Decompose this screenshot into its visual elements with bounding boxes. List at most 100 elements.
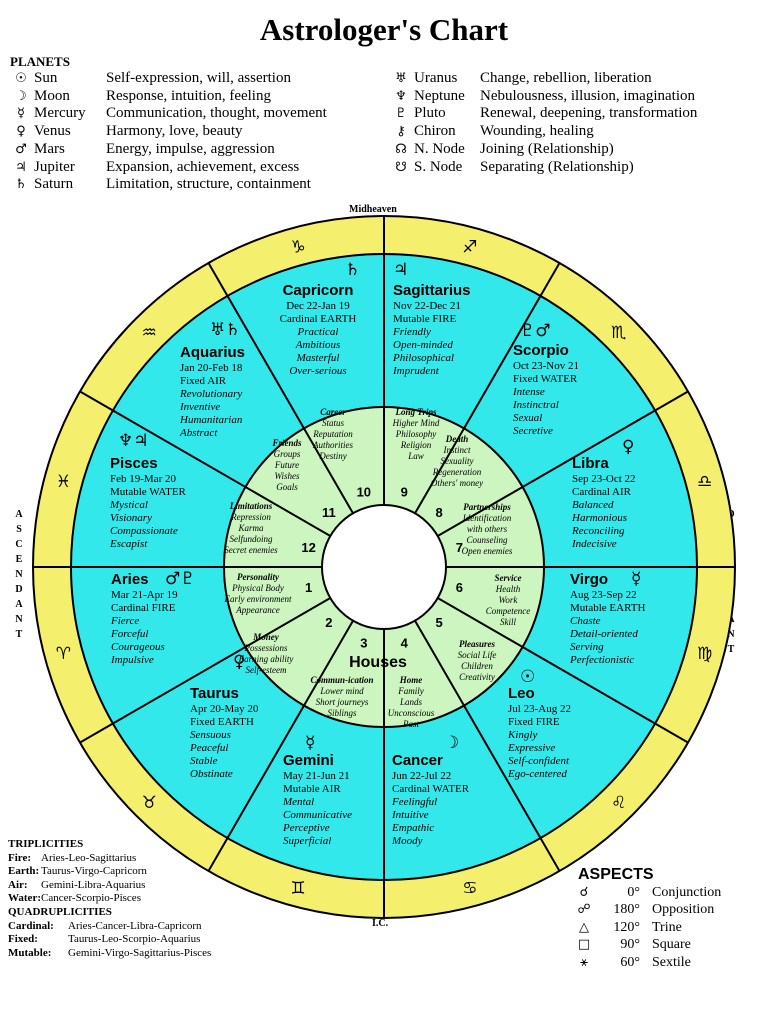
aspect-row: △120°Trine xyxy=(570,919,721,937)
sign-quality: Mutable AIR xyxy=(283,783,341,795)
aspect-degrees: 60° xyxy=(620,954,640,970)
planet-meaning: Harmony, love, beauty xyxy=(106,123,243,140)
planet-symbol-icon: ☋ xyxy=(395,159,407,175)
ruler-glyph-icon: ☉ xyxy=(520,667,535,687)
planet-name: S. Node xyxy=(414,158,463,175)
house-title: Money xyxy=(252,632,280,642)
house-number: 4 xyxy=(401,635,409,650)
house-number: 1 xyxy=(305,580,312,595)
house-item: Possessions xyxy=(243,643,288,653)
house-title: Pleasures xyxy=(459,639,495,649)
house-item: Reputation xyxy=(312,429,353,439)
sign-trait: Humanitarian xyxy=(179,414,243,426)
house-item: Work xyxy=(499,595,519,605)
sign-trait: Secretive xyxy=(513,425,553,437)
zodiac-glyph-icon: ♐ xyxy=(462,237,477,257)
house-item: Sexuality xyxy=(441,456,474,466)
sign-quality: Fixed AIR xyxy=(180,375,227,387)
ruler-glyph-icon: ♀ xyxy=(233,652,245,672)
sign-trait: Harmonious xyxy=(571,512,627,524)
aspect-row: □90°Square xyxy=(570,936,721,954)
divider-line xyxy=(79,597,331,744)
planet-symbol-icon: ♂ xyxy=(15,141,27,157)
house-item: Groups xyxy=(274,449,301,459)
element-label: Water: xyxy=(8,892,41,905)
sign-dates: Dec 22-Jan 19 xyxy=(286,300,350,312)
house-number: 10 xyxy=(357,485,371,500)
element-value: Cancer-Scorpio-Pisces xyxy=(41,892,141,905)
sign-trait: Reconciling xyxy=(571,525,625,537)
house-item: Future xyxy=(274,460,299,470)
sign-trait: Detail-oriented xyxy=(569,628,638,640)
planet-name: Chiron xyxy=(414,123,456,140)
sign-name: Virgo xyxy=(570,571,608,588)
aspect-degrees: 90° xyxy=(620,937,640,952)
sign-trait: Revolutionary xyxy=(179,388,242,400)
ruler-glyph-icon: ♄ xyxy=(345,260,360,280)
house-title: Personality xyxy=(237,572,280,582)
sign-quality: Mutable EARTH xyxy=(570,602,645,614)
sign-trait: Instinctral xyxy=(512,399,559,411)
planet-name: Uranus xyxy=(414,70,458,86)
ruler-glyph-icon: ♆♃ xyxy=(118,431,148,451)
house-number: 5 xyxy=(436,615,443,630)
house-item: Goals xyxy=(276,482,298,492)
house-number: 2 xyxy=(325,615,332,630)
house-number: 11 xyxy=(322,505,336,520)
planet-symbol-icon: ♅ xyxy=(395,71,407,86)
sign-dates: Mar 21-Apr 19 xyxy=(111,589,178,601)
zodiac-glyph-icon: ♈ xyxy=(56,644,71,664)
house-item: Children xyxy=(461,661,493,671)
sign-trait: Stable xyxy=(190,755,218,767)
planet-name: Moon xyxy=(34,87,70,104)
sign-trait: Sexual xyxy=(513,412,542,424)
divider-line xyxy=(437,597,689,744)
zodiac-glyph-icon: ♏ xyxy=(611,323,626,343)
element-label: Cardinal: xyxy=(8,919,54,932)
sign-dates: Jan 20-Feb 18 xyxy=(180,362,243,374)
midheaven-label: Midheaven xyxy=(349,204,397,215)
planet-meaning: Communication, thought, movement xyxy=(106,105,327,122)
planet-name: Venus xyxy=(34,123,71,140)
zodiac-glyph-icon: ♒ xyxy=(142,323,157,343)
sign-trait: Communicative xyxy=(283,809,352,821)
sign-trait: Serving xyxy=(570,641,604,653)
sign-trait: Abstract xyxy=(179,427,218,439)
planet-symbol-icon: ♆ xyxy=(395,88,407,104)
element-label: Earth: xyxy=(8,865,40,878)
aspect-name: Sextile xyxy=(652,954,691,970)
house-item: Lower mind xyxy=(319,686,364,696)
divider-line xyxy=(79,390,331,537)
planet-name: N. Node xyxy=(414,140,465,157)
aspect-name: Conjunction xyxy=(652,884,722,900)
divider-line xyxy=(207,620,354,872)
ruler-glyph-icon: ☿ xyxy=(305,733,315,753)
planet-symbol-icon: ☽ xyxy=(15,88,27,104)
aspect-degrees: 0° xyxy=(627,884,640,900)
sign-trait: Superficial xyxy=(283,835,331,847)
house-title: Commun-ication xyxy=(310,675,373,685)
sign-trait: Practical xyxy=(297,326,339,338)
house-item: Family xyxy=(397,686,424,696)
house-item: Siblings xyxy=(327,708,357,718)
aspect-symbol-icon: △ xyxy=(579,919,589,935)
house-item: Repression xyxy=(230,512,271,522)
sign-name: Leo xyxy=(508,685,535,702)
aspects-heading: ASPECTS xyxy=(578,866,654,883)
planet-symbol-icon: ☉ xyxy=(15,71,27,86)
planet-name: Neptune xyxy=(414,87,465,104)
sign-quality: Cardinal FIRE xyxy=(111,602,176,614)
zodiac-glyph-icon: ♑ xyxy=(290,237,305,257)
sign-quality: Fixed EARTH xyxy=(190,716,254,728)
zodiac-glyph-icon: ♍ xyxy=(697,644,712,664)
planet-meaning: Energy, impulse, aggression xyxy=(106,140,275,157)
sign-trait: Indecisive xyxy=(571,538,617,550)
planet-name: Saturn xyxy=(34,176,74,193)
sign-name: Scorpio xyxy=(513,342,569,359)
